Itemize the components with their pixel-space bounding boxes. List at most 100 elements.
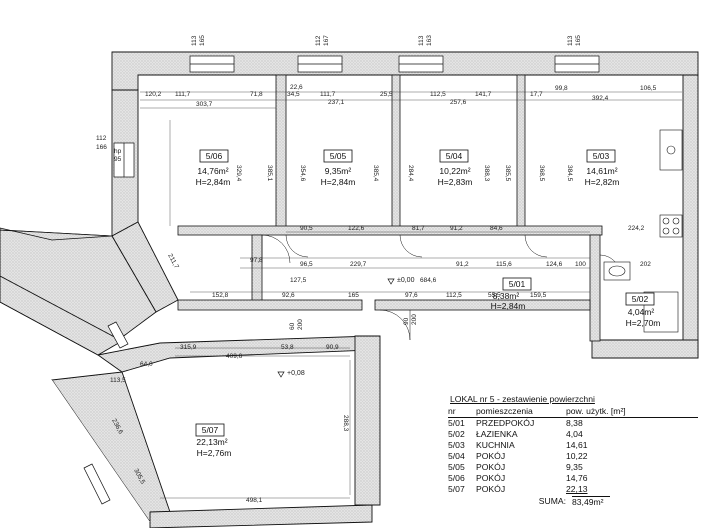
legend-row-name: POKÓJ: [476, 484, 506, 494]
legend-row-nr: 5/03: [448, 440, 465, 450]
legend-row-nr: 5/02: [448, 429, 465, 439]
svg-text:392,4: 392,4: [592, 95, 609, 102]
room-label-5-06: 5/06 14,76m² H=2,84m: [196, 149, 231, 187]
legend-col-area: pow. użytk. [m²]: [566, 406, 626, 416]
svg-text:115,6: 115,6: [496, 261, 512, 268]
legend-row-nr: 5/05: [448, 462, 465, 472]
interior-walls: [177, 74, 603, 342]
svg-text:224,2: 224,2: [628, 225, 645, 232]
svg-text:200: 200: [297, 319, 304, 330]
svg-text:5/07: 5/07: [202, 425, 219, 435]
legend-title: LOKAL nr 5 - zestawienie powierzchni: [450, 394, 595, 404]
svg-text:H=2,76m: H=2,76m: [197, 448, 232, 458]
svg-text:5/05: 5/05: [330, 151, 347, 161]
svg-text:H=2,82m: H=2,82m: [585, 177, 620, 187]
legend-row-area: 9,35: [566, 462, 583, 472]
svg-text:84,6: 84,6: [490, 225, 503, 232]
svg-text:100: 100: [575, 261, 586, 268]
room-label-5-05: 5/05 9,35m² H=2,84m: [321, 149, 356, 187]
svg-text:71,8: 71,8: [250, 91, 263, 98]
room-label-5-01: 5/01 8,38m² H=2,84m: [491, 277, 532, 311]
kitchen-fixtures: [659, 129, 683, 238]
svg-text:122,6: 122,6: [348, 225, 365, 232]
svg-text:385,4: 385,4: [372, 165, 379, 182]
svg-text:163: 163: [426, 35, 433, 46]
legend-row: 5/05 POKÓJ 9,35: [448, 462, 698, 473]
svg-text:120,2: 120,2: [145, 91, 162, 98]
svg-text:385,1: 385,1: [266, 165, 273, 182]
svg-text:4,04m²: 4,04m²: [628, 307, 655, 317]
svg-text:124,6: 124,6: [546, 261, 563, 268]
svg-text:5/02: 5/02: [632, 294, 649, 304]
svg-text:112: 112: [96, 135, 107, 142]
room-label-5-04: 5/04 10,22m² H=2,83m: [438, 149, 473, 187]
svg-text:5/04: 5/04: [446, 151, 463, 161]
svg-text:167: 167: [323, 35, 330, 46]
svg-text:159,5: 159,5: [530, 292, 547, 299]
legend-row-name: POKÓJ: [476, 462, 506, 472]
svg-text:14,61m²: 14,61m²: [586, 166, 617, 176]
svg-text:111,7: 111,7: [175, 91, 191, 98]
svg-text:111,7: 111,7: [320, 91, 336, 98]
legend-sum-value: 83,49m²: [572, 496, 610, 508]
svg-text:237,1: 237,1: [328, 99, 345, 106]
svg-text:498,1: 498,1: [246, 497, 263, 504]
svg-text:H=2,84m: H=2,84m: [321, 177, 356, 187]
svg-text:152,8: 152,8: [212, 292, 229, 299]
legend-row-area: 8,38: [566, 418, 583, 428]
svg-text:90,9: 90,9: [326, 344, 339, 351]
svg-text:81,7: 81,7: [412, 225, 425, 232]
legend-sum: SUMA: 83,49m²: [448, 496, 698, 508]
svg-text:385,5: 385,5: [504, 165, 511, 182]
svg-text:H=2,84m: H=2,84m: [491, 301, 526, 311]
legend-row-name: KUCHNIA: [476, 440, 515, 450]
svg-text:9,35m²: 9,35m²: [325, 166, 352, 176]
legend-row: 5/04 POKÓJ 10,22: [448, 451, 698, 462]
svg-text:97,8: 97,8: [250, 257, 263, 264]
windows: [83, 55, 600, 505]
legend-row: 5/06 POKÓJ 14,76: [448, 473, 698, 484]
svg-text:384,5: 384,5: [566, 165, 573, 182]
svg-text:17,7: 17,7: [530, 91, 543, 98]
svg-text:25,5: 25,5: [380, 91, 393, 98]
svg-text:97,6: 97,6: [405, 292, 418, 299]
legend-row-name: ŁAZIENKA: [476, 429, 518, 439]
svg-text:202: 202: [640, 261, 651, 268]
legend-sum-label: SUMA:: [538, 496, 566, 506]
svg-text:329,4: 329,4: [235, 165, 242, 182]
legend-row-area: 22,13: [566, 484, 588, 494]
legend-col-nr: nr: [448, 406, 456, 416]
door-swings: [261, 234, 621, 341]
svg-text:112,5: 112,5: [430, 91, 446, 98]
svg-text:H=2,84m: H=2,84m: [196, 177, 231, 187]
svg-text:55,5: 55,5: [488, 292, 501, 299]
area-summary-legend: LOKAL nr 5 - zestawienie powierzchni nr …: [448, 394, 698, 508]
svg-text:288,3: 288,3: [342, 415, 349, 432]
svg-text:H=2,83m: H=2,83m: [438, 177, 473, 187]
room-label-5-02: 5/02 4,04m² H=2,70m: [625, 292, 661, 328]
svg-text:354,6: 354,6: [299, 165, 306, 182]
svg-text:14,76m²: 14,76m²: [197, 166, 228, 176]
svg-text:92,6: 92,6: [282, 292, 295, 299]
exterior-mass-left: [0, 227, 150, 528]
legend-row-area: 4,04: [566, 429, 583, 439]
svg-text:5/03: 5/03: [593, 151, 610, 161]
svg-text:409,6: 409,6: [226, 353, 243, 360]
legend-row-name: PRZEDPOKÓJ: [476, 418, 535, 428]
svg-text:368,5: 368,5: [538, 165, 545, 182]
svg-text:127,5: 127,5: [290, 277, 307, 284]
svg-text:96,5: 96,5: [300, 261, 313, 268]
svg-text:315,9: 315,9: [180, 344, 197, 351]
svg-text:34,5: 34,5: [287, 91, 300, 98]
legend-row: 5/03 KUCHNIA 14,61: [448, 440, 698, 451]
svg-text:165: 165: [575, 35, 582, 46]
room-label-5-07: 5/07 22,13m² H=2,76m: [195, 423, 232, 458]
svg-text:5/06: 5/06: [206, 151, 223, 161]
svg-text:95: 95: [114, 156, 122, 163]
legend-row-nr: 5/04: [448, 451, 465, 461]
svg-text:H=2,70m: H=2,70m: [626, 318, 661, 328]
legend-col-name: pomieszczenia: [476, 406, 533, 416]
svg-text:200: 200: [411, 314, 418, 325]
legend-row-nr: 5/01: [448, 418, 465, 428]
